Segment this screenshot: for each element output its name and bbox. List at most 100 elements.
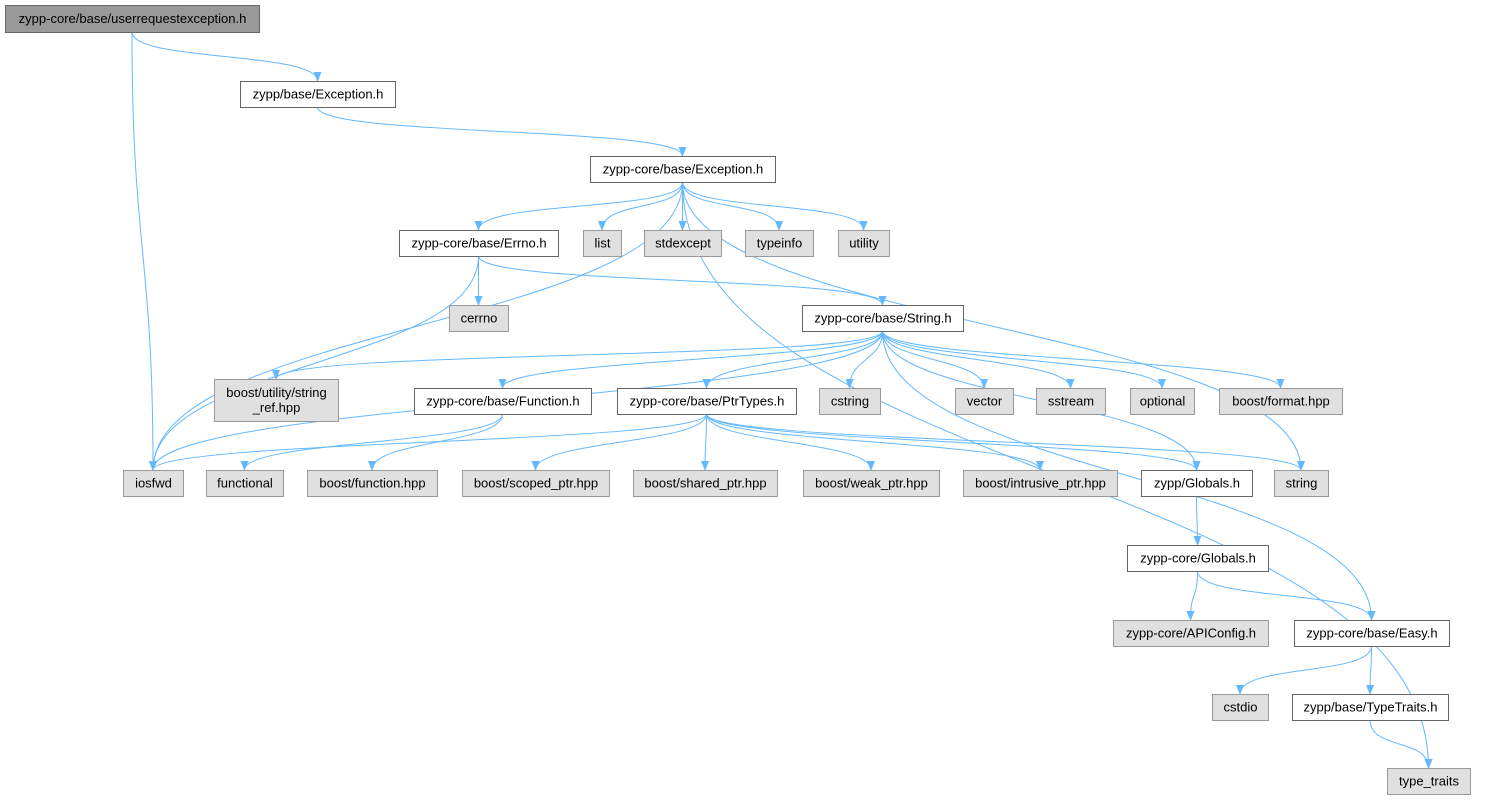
node-box xyxy=(1219,388,1343,415)
node-list: list xyxy=(583,230,622,257)
node-box xyxy=(1130,388,1195,415)
edge-ptrh-to-bscoped xyxy=(531,413,707,471)
nodes-layer: zypp-core/base/userrequestexception.h zyp… xyxy=(5,5,1471,795)
node-box xyxy=(462,470,610,497)
node-label: type_traits xyxy=(1399,774,1459,789)
edge-stringh-to-sstream xyxy=(882,330,1075,389)
node-label: iosfwd xyxy=(135,476,172,491)
node-zglob[interactable]: zypp/Globals.h xyxy=(1141,470,1253,497)
node-label: functional xyxy=(217,476,273,491)
node-label: boost/shared_ptr.hpp xyxy=(644,476,766,491)
edge-ptrh-to-bshared xyxy=(701,413,710,471)
node-box xyxy=(1036,388,1106,415)
node-box xyxy=(1113,620,1269,647)
node-cerrno: cerrno xyxy=(449,305,509,332)
node-label: sstream xyxy=(1048,394,1094,409)
node-zbex[interactable]: zypp/base/Exception.h xyxy=(240,81,396,108)
node-label: zypp-core/base/PtrTypes.h xyxy=(630,394,785,409)
node-box xyxy=(123,470,184,497)
node-label: _ref.hpp xyxy=(252,400,301,415)
node-sstream: sstream xyxy=(1036,388,1106,415)
node-bscoped: boost/scoped_ptr.hpp xyxy=(462,470,610,497)
node-label: cstdio xyxy=(1224,700,1258,715)
node-label: boost/intrusive_ptr.hpp xyxy=(975,476,1106,491)
edge-funch-to-functional xyxy=(240,413,503,471)
node-box xyxy=(449,305,509,332)
node-label: boost/weak_ptr.hpp xyxy=(815,476,928,491)
node-label: cstring xyxy=(831,394,869,409)
node-funch[interactable]: zypp-core/base/Function.h xyxy=(414,388,592,415)
edge-zcglob-to-easy xyxy=(1197,570,1376,621)
node-label: utility xyxy=(849,236,879,251)
edge-zcbex-to-list xyxy=(598,181,683,231)
edge-stringh-to-vector xyxy=(882,330,988,389)
node-bformat: boost/format.hpp xyxy=(1219,388,1343,415)
node-zcbex[interactable]: zypp-core/base/Exception.h xyxy=(590,156,776,183)
node-label: zypp-core/base/Exception.h xyxy=(603,162,763,177)
node-box xyxy=(1294,620,1450,647)
edge-stringh-to-ptrh xyxy=(702,330,883,389)
node-box xyxy=(590,156,776,183)
node-utility: utility xyxy=(838,230,890,257)
node-box xyxy=(617,388,797,415)
node-box xyxy=(583,230,622,257)
node-label: zypp-core/base/String.h xyxy=(814,311,951,326)
node-box xyxy=(214,379,339,422)
node-stdexcept: stdexcept xyxy=(644,230,722,257)
node-box xyxy=(963,470,1118,497)
node-label: zypp/base/Exception.h xyxy=(253,87,384,102)
node-label: zypp-core/base/Errno.h xyxy=(411,236,546,251)
node-label: zypp/Globals.h xyxy=(1154,476,1240,491)
node-label: boost/format.hpp xyxy=(1232,394,1330,409)
node-box xyxy=(819,388,881,415)
edge-ptrh-to-bweak xyxy=(706,413,875,471)
node-box xyxy=(955,388,1014,415)
node-label: boost/scoped_ptr.hpp xyxy=(474,476,598,491)
node-stringh[interactable]: zypp-core/base/String.h xyxy=(802,305,964,332)
node-box xyxy=(745,230,814,257)
node-ttraits[interactable]: zypp/base/TypeTraits.h xyxy=(1292,694,1449,721)
edge-root-to-iosfwd xyxy=(131,31,157,471)
node-box xyxy=(399,230,559,257)
node-root[interactable]: zypp-core/base/userrequestexception.h xyxy=(5,5,260,33)
node-label: zypp/base/TypeTraits.h xyxy=(1304,700,1438,715)
node-label: zypp-core/base/Easy.h xyxy=(1306,626,1437,641)
edge-zcbex-to-typeinfo xyxy=(682,181,783,231)
node-label: zypp-core/base/Function.h xyxy=(426,394,579,409)
node-bshared: boost/shared_ptr.hpp xyxy=(633,470,778,497)
edge-ptrh-to-zglob xyxy=(706,413,1201,471)
node-label: zypp-core/Globals.h xyxy=(1140,551,1256,566)
node-label: typeinfo xyxy=(757,236,803,251)
node-box xyxy=(206,470,284,497)
node-zcglob[interactable]: zypp-core/Globals.h xyxy=(1127,545,1269,572)
node-ptrh[interactable]: zypp-core/base/PtrTypes.h xyxy=(617,388,797,415)
edge-zglob-to-zcglob xyxy=(1193,495,1202,546)
edge-root-to-zbex xyxy=(131,31,322,82)
edge-zcglob-to-apiconf xyxy=(1186,570,1198,621)
node-functional: functional xyxy=(206,470,284,497)
node-errno[interactable]: zypp-core/base/Errno.h xyxy=(399,230,559,257)
node-label: boost/utility/string xyxy=(226,385,326,400)
node-label: optional xyxy=(1140,394,1186,409)
node-string: string xyxy=(1274,470,1329,497)
edge-zcbex-to-utility xyxy=(682,181,868,231)
node-box xyxy=(5,5,260,33)
node-vector: vector xyxy=(955,388,1014,415)
node-label: stdexcept xyxy=(655,236,711,251)
node-box xyxy=(307,470,438,497)
edge-easy-to-cstdio xyxy=(1236,645,1372,695)
node-box xyxy=(803,470,940,497)
node-box xyxy=(1292,694,1449,721)
node-box xyxy=(802,305,964,332)
edge-zcbex-to-errno xyxy=(474,181,683,231)
edge-stringh-to-strref xyxy=(272,330,883,380)
node-label: vector xyxy=(967,394,1003,409)
node-box xyxy=(240,81,396,108)
node-easy[interactable]: zypp-core/base/Easy.h xyxy=(1294,620,1450,647)
edge-zbex-to-zcbex xyxy=(317,106,687,157)
edges-layer xyxy=(131,31,1433,769)
node-box xyxy=(1212,694,1269,721)
node-box xyxy=(644,230,722,257)
node-cstdio: cstdio xyxy=(1212,694,1269,721)
